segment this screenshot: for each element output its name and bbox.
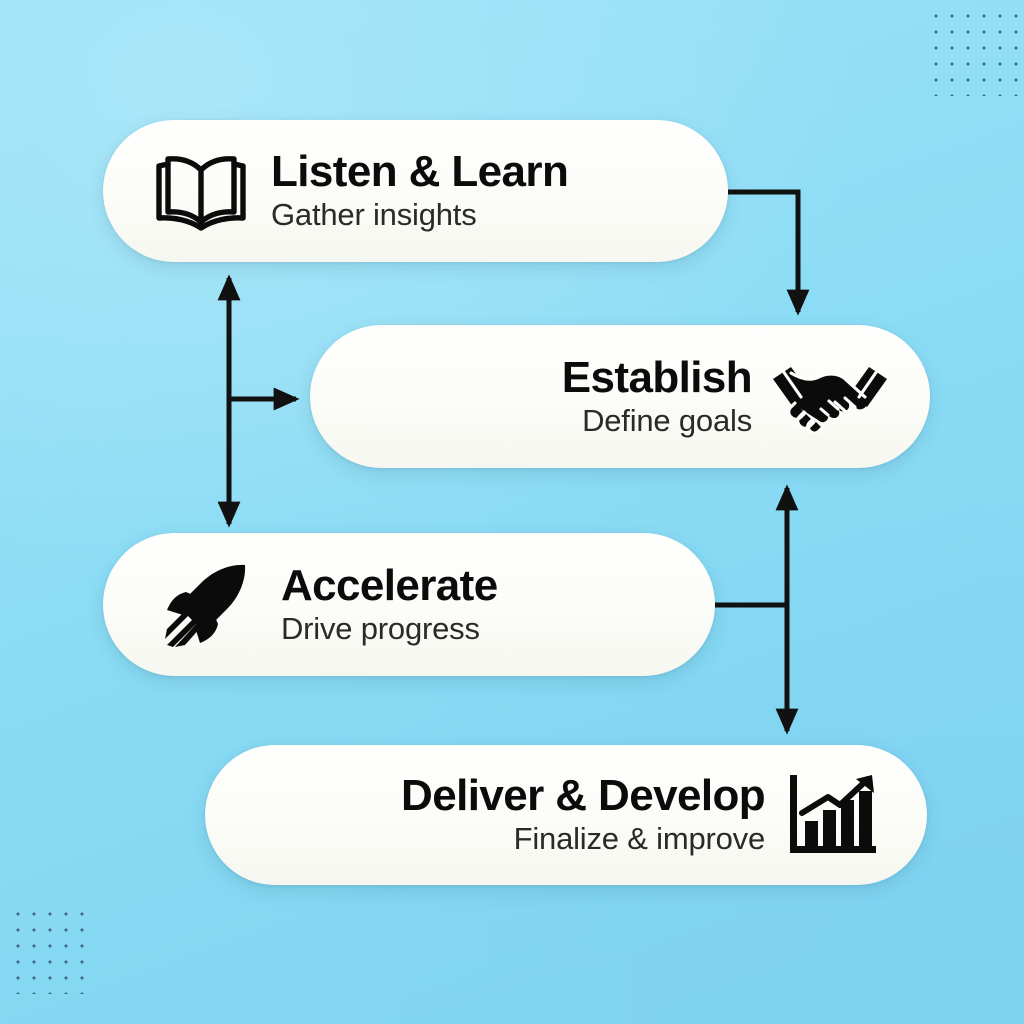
step-card-establish[interactable]: Establish Define goals [310, 325, 930, 468]
step-subtitle: Gather insights [271, 197, 477, 233]
step-title: Deliver & Develop [401, 771, 766, 821]
step-card-text: Accelerate Drive progress [281, 563, 498, 646]
step-card-text: Deliver & Develop Finalize & improve [401, 771, 766, 857]
open-book-icon [149, 150, 253, 232]
step-title: Listen & Learn [271, 147, 569, 197]
step-card-listen[interactable]: Listen & Learn Gather insights [103, 120, 728, 262]
rocket-icon [155, 557, 259, 653]
growth-chart-icon [781, 769, 885, 861]
connector-listen-accelerate-establish [217, 274, 300, 528]
connector-accelerate-deliver-establish [715, 484, 799, 735]
connector-listen-to-establish [728, 189, 810, 316]
step-title: Establish [561, 352, 753, 402]
dot-grid-decoration-top-right [928, 8, 1018, 96]
step-subtitle: Define goals [582, 402, 752, 438]
dot-grid-decoration-bottom-left [10, 906, 84, 994]
step-card-text: Listen & Learn Gather insights [271, 147, 569, 233]
step-title: Accelerate [281, 560, 498, 610]
step-subtitle: Finalize & improve [513, 821, 766, 857]
step-subtitle: Drive progress [281, 610, 480, 646]
handshake-icon [770, 357, 890, 437]
step-card-text: Establish Define goals [561, 352, 753, 438]
step-card-accelerate[interactable]: Accelerate Drive progress [103, 533, 715, 676]
step-card-deliver[interactable]: Deliver & Develop Finalize & improve [205, 745, 927, 885]
